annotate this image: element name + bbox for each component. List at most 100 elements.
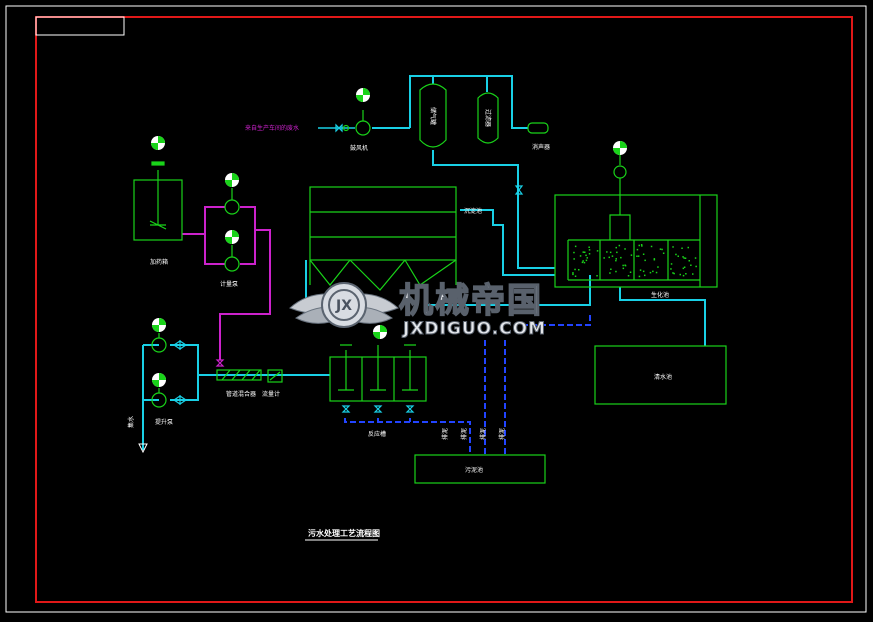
bubble-dot — [677, 255, 679, 257]
bubble-dot — [690, 264, 692, 266]
bubble-dot — [638, 244, 640, 247]
bubble-dot — [644, 274, 646, 277]
bubble-dot — [630, 254, 633, 256]
bubble-dot — [615, 246, 617, 249]
bubble-dot — [574, 268, 576, 271]
bubble-dot — [675, 253, 677, 256]
bubble-dot — [694, 257, 697, 259]
bubble-dot — [685, 273, 687, 275]
water-pipes — [142, 209, 706, 450]
watermark: JX 机械帝国 JXDIGUO.COM — [289, 280, 546, 340]
ground-arrow — [138, 443, 148, 454]
bubble-dot — [684, 257, 687, 259]
bubble-dot — [687, 246, 689, 249]
title-block-stub — [35, 16, 125, 36]
bubble-dot — [579, 255, 582, 257]
bubble-dot — [683, 266, 686, 268]
bubble-dot — [636, 248, 639, 251]
bubble-dot — [642, 253, 645, 255]
label-air-tank-a: 储气罐 — [429, 107, 437, 125]
bubble-dot — [649, 271, 652, 274]
bubble-dot — [661, 248, 663, 251]
bubble-dot — [695, 265, 697, 268]
label-inlet-note: 来自生产车间的废水 — [245, 124, 299, 132]
label-sludge-outlet-1: 排泥 — [441, 428, 449, 440]
bubble-dot — [583, 261, 586, 264]
bubble-dot — [683, 257, 685, 259]
bubble-dot — [573, 258, 575, 260]
bubble-dot — [620, 256, 622, 259]
bubble-dot — [624, 248, 626, 250]
gas-pipes — [372, 75, 555, 269]
bubble-dot — [603, 257, 605, 259]
bubble-dot — [682, 267, 685, 270]
bubble-dot — [672, 272, 674, 274]
bubble-dot — [682, 274, 685, 277]
flow-meter — [267, 369, 283, 383]
bubble-dot — [588, 253, 591, 255]
bubble-dot — [640, 244, 643, 246]
label-sludge-tank: 污泥池 — [465, 466, 483, 474]
bubble-dot — [636, 255, 638, 257]
chemical-pipes — [182, 206, 271, 360]
bubble-dot — [622, 264, 624, 267]
metering-pump-1 — [224, 199, 240, 215]
bubble-dot — [588, 249, 591, 251]
label-lift-pump: 提升泵 — [155, 418, 173, 426]
aeration-bubbles — [572, 244, 697, 278]
bubble-dot — [652, 270, 654, 273]
bubble-dot — [641, 245, 643, 247]
label-sludge-outlet-4: 排泥 — [498, 428, 506, 440]
label-pipe-mixer: 管道混合器 — [226, 390, 256, 398]
diagram-title: 污水处理工艺流程图 — [308, 528, 380, 538]
bubble-dot — [650, 245, 653, 248]
bubble-dot — [581, 261, 584, 264]
label-sludge-outlet-2: 排泥 — [460, 428, 468, 440]
blower — [355, 120, 371, 136]
metering-pump-2 — [224, 256, 240, 272]
bubble-dot — [609, 251, 612, 254]
biotank-aerator — [613, 155, 627, 215]
bubble-dot — [572, 273, 574, 276]
label-metering-pump: 计量泵 — [220, 280, 238, 288]
bubble-dot — [688, 260, 690, 262]
bubble-dot — [611, 255, 614, 257]
bubble-dot — [653, 258, 656, 260]
bubble-dot — [639, 269, 642, 271]
bubble-dot — [578, 269, 580, 271]
bubble-dot — [574, 245, 577, 248]
label-reaction-tank: 反应槽 — [368, 430, 386, 438]
watermark-logo-letters: JX — [335, 298, 352, 314]
label-biotank: 生化池 — [651, 291, 669, 299]
pipe-mixer — [216, 369, 262, 381]
bubble-dot — [624, 264, 626, 266]
bubble-dot — [615, 258, 617, 260]
bubble-dot — [588, 246, 590, 248]
bubble-dot — [670, 263, 673, 265]
label-silencer: 消声器 — [532, 143, 550, 151]
label-air-tank-b: 过滤器 — [484, 109, 492, 127]
bubble-dot — [638, 275, 641, 278]
bubble-dot — [672, 246, 674, 248]
bubble-dot — [608, 256, 610, 259]
bubble-dot — [615, 259, 617, 262]
labels: 来自生产车间的废水 加药箱 计量泵 提升泵 管道混合器 流量计 沉淀池 反应槽 … — [127, 107, 672, 541]
bubble-dot — [627, 275, 630, 277]
bubble-dot — [574, 275, 577, 277]
label-sludge-outlet-3: 排泥 — [479, 428, 487, 440]
clarifier — [309, 186, 457, 261]
bubble-dot — [679, 273, 681, 276]
clean-water-tank — [594, 345, 727, 405]
label-sump: 集水 — [127, 416, 135, 428]
label-clarifier: 沉淀池 — [464, 207, 482, 215]
bubble-dot — [573, 251, 575, 254]
bubble-dot — [610, 268, 612, 270]
sludge-tank — [414, 454, 546, 484]
bubble-dot — [596, 275, 598, 277]
drawing-border — [35, 16, 853, 603]
bubble-dot — [673, 272, 675, 275]
bubble-dot — [606, 251, 608, 253]
equipment — [133, 83, 727, 484]
